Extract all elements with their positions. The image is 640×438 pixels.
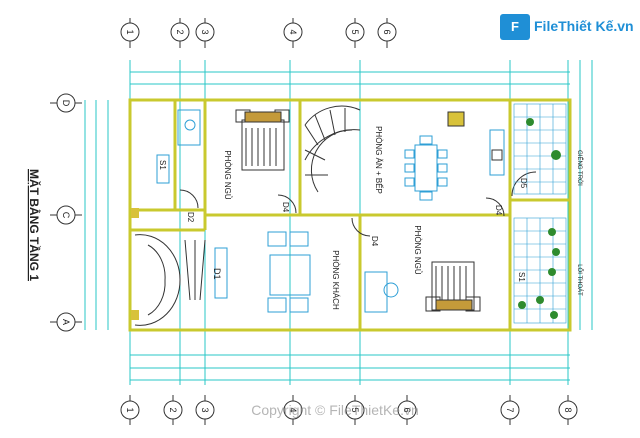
grid-label-bottom: 6: [402, 407, 412, 412]
door-tag: D2: [186, 212, 195, 223]
grid-label-left: D: [61, 100, 71, 107]
window-tag: S1: [517, 272, 526, 282]
grid-label-bottom: 1: [125, 407, 135, 412]
site-logo: F FileThiết Kế.vn: [500, 12, 634, 42]
bedroom-top-furniture: [156, 109, 290, 184]
spiral-stair: [304, 105, 361, 193]
door-tag: D4: [281, 202, 290, 213]
door-tag: D4: [370, 236, 379, 247]
grid-label-left: A: [61, 319, 71, 325]
kitchen-counter: [447, 111, 505, 176]
grid-label-bottom: 4: [288, 407, 298, 412]
dimension-lines: [84, 60, 593, 385]
columns: [131, 208, 139, 320]
grid-label-top: 4: [288, 29, 298, 34]
room-label-right-bottom: LỐI THOÁT: [576, 264, 583, 296]
plants: [518, 118, 561, 319]
dining-table: [404, 135, 448, 201]
grid-label-top: 1: [125, 29, 135, 34]
room-label-living: PHÒNG KHÁCH: [331, 250, 340, 310]
copyright-watermark: Copyright © FileThietKe.vn: [251, 402, 419, 418]
grid-label-top: 6: [382, 29, 392, 34]
door-tag: D1: [212, 268, 222, 280]
grid-label-top: 2: [175, 29, 185, 34]
bedroom-bottom-furniture: [364, 261, 481, 313]
grid-bubbles-bottom: [120, 395, 578, 425]
logo-text: FileThiết Kế.vn: [534, 18, 634, 34]
grid-label-left: C: [61, 212, 71, 219]
grid-label-bottom: 8: [563, 407, 573, 412]
courtyard-tiles: [513, 103, 567, 324]
door-tag: D4: [494, 205, 503, 216]
grid-bubbles-top: [120, 18, 397, 48]
door-tag: D5: [519, 178, 528, 189]
living-room-sofa: [214, 231, 311, 313]
entrance-area: [134, 234, 206, 326]
door-swings: [179, 171, 537, 237]
window-tag: S1: [158, 160, 167, 170]
grid-label-top: 3: [200, 29, 210, 34]
grid-bubbles-left: [50, 93, 82, 332]
grid-label-bottom: 2: [168, 407, 178, 412]
drawing-title: MẶT BẰNG TẦNG 1: [27, 169, 42, 281]
grid-label-bottom: 3: [200, 407, 210, 412]
walls: [128, 98, 572, 332]
room-label-bedroom-top: PHÒNG NGỦ: [223, 150, 232, 200]
grid-label-bottom: 5: [350, 407, 360, 412]
room-label-bedroom-bottom: PHÒNG NGỦ: [413, 225, 422, 275]
grid-label-top: 5: [350, 29, 360, 34]
room-label-right-top: GIẾNG TRỜI: [576, 150, 583, 186]
logo-mark-icon: F: [500, 14, 530, 40]
room-label-dining-kitchen: PHÒNG ĂN + BẾP: [374, 126, 384, 194]
grid-label-bottom: 7: [505, 407, 515, 412]
